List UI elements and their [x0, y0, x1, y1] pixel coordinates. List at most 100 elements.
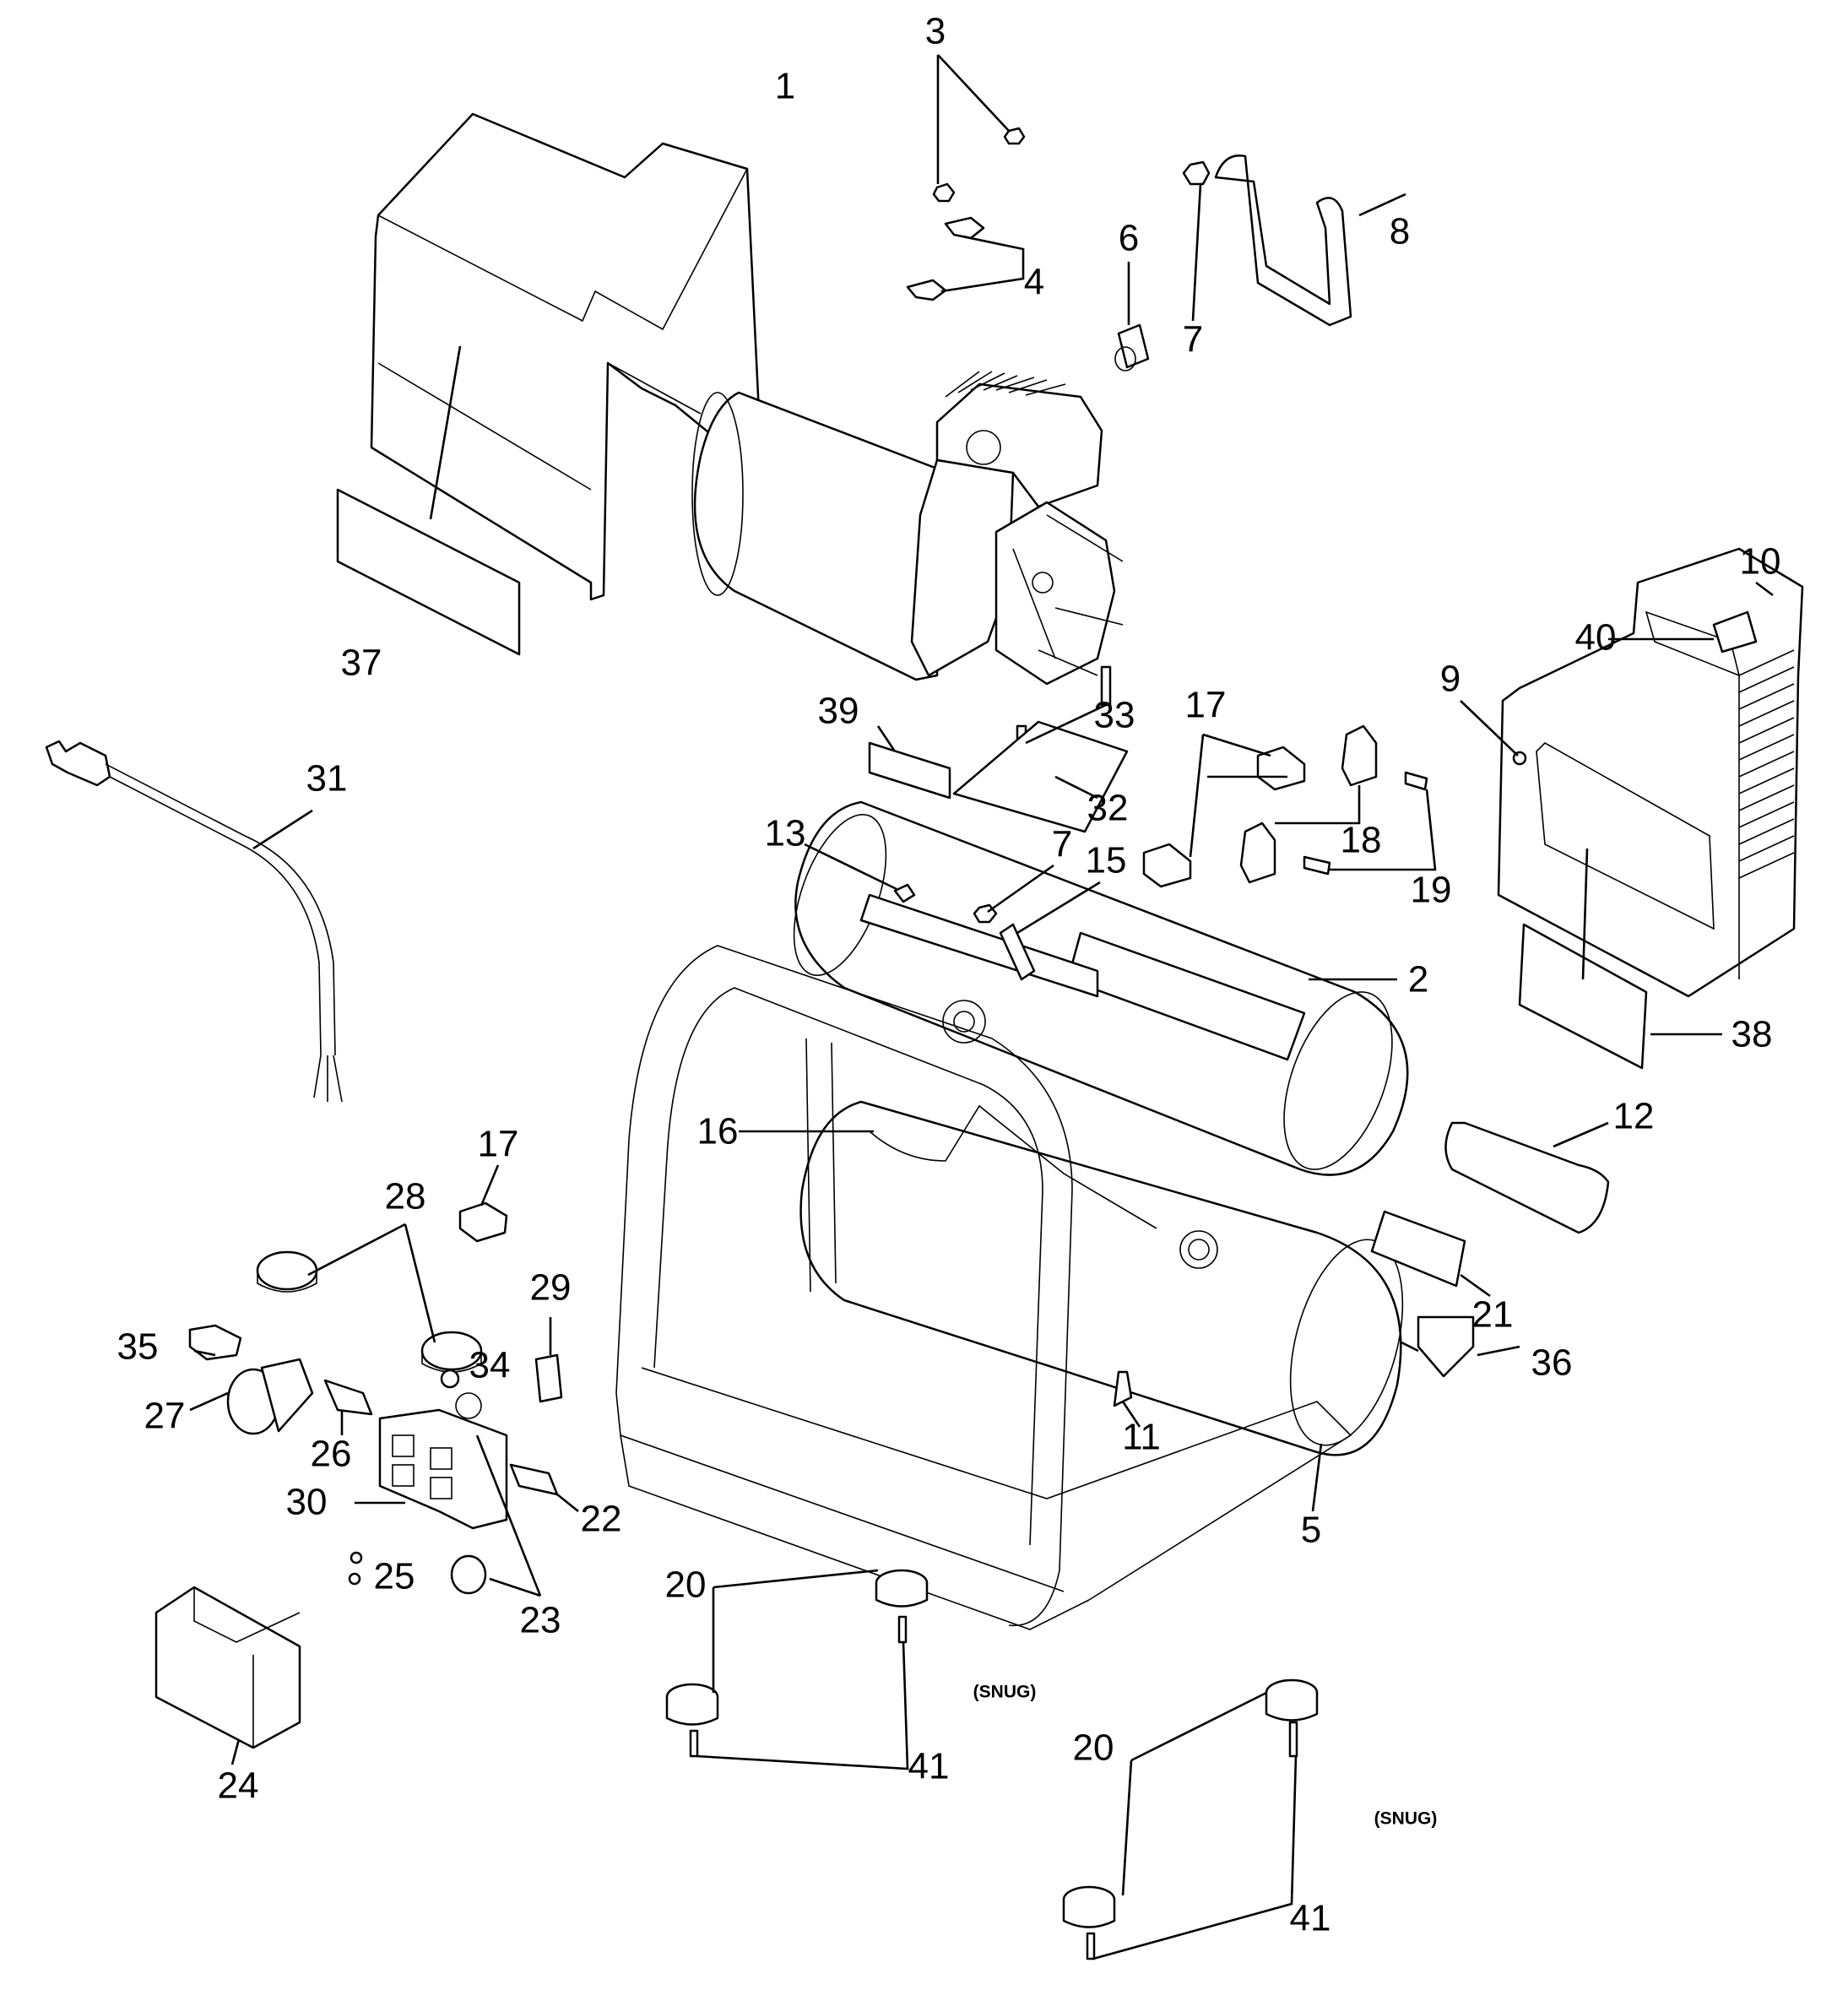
part-cover-24 — [154, 1586, 301, 1749]
callout-9: 9 — [1440, 659, 1461, 700]
callout-1: 1 — [775, 66, 795, 107]
part-label-39 — [868, 741, 951, 800]
part-block-18a — [1341, 724, 1378, 787]
part-label-21 — [1370, 1210, 1466, 1288]
part-nipple-26 — [323, 1379, 373, 1416]
callout-25: 25 — [374, 1556, 415, 1597]
part-screw-25b — [348, 1572, 361, 1586]
part-valve-11 — [1113, 1370, 1133, 1407]
part-screw-25a — [350, 1551, 363, 1564]
callout-18: 18 — [1341, 820, 1382, 861]
part-foot-20a — [875, 1569, 929, 1608]
part-bolt-33a — [1100, 665, 1112, 707]
part-cap-28a — [256, 1250, 318, 1293]
callout-8: 8 — [1390, 211, 1410, 252]
callout-26: 26 — [311, 1434, 352, 1475]
part-valve-15 — [999, 923, 1036, 981]
callout-4: 4 — [1024, 262, 1044, 303]
callout-32: 32 — [1087, 788, 1129, 829]
part-fitting-34 — [440, 1369, 460, 1389]
part-pump-head — [910, 371, 1124, 686]
callout-27: 27 — [144, 1396, 186, 1437]
callout-41a: 41 — [908, 1746, 950, 1787]
part-nut-3b — [1003, 127, 1026, 145]
callout-6: 6 — [1119, 218, 1139, 259]
part-block-18b — [1239, 821, 1276, 884]
callout-16: 16 — [697, 1111, 739, 1152]
part-pressure-switch-30 — [378, 1392, 508, 1530]
note-snug-1: (SNUG) — [973, 1683, 1037, 1702]
callout-11: 11 — [1122, 1417, 1161, 1458]
callout-20b: 20 — [1073, 1727, 1114, 1769]
callout-12: 12 — [1613, 1096, 1655, 1137]
part-tank-upper — [793, 800, 1409, 1176]
part-tube-16 — [869, 1104, 1157, 1229]
callout-15: 15 — [1086, 840, 1127, 881]
callout-30: 30 — [286, 1482, 328, 1523]
part-clip-4a — [944, 216, 985, 240]
callout-2: 2 — [1408, 959, 1428, 1000]
callout-41b: 41 — [1290, 1898, 1331, 1939]
callout-29: 29 — [530, 1267, 572, 1309]
part-nipple-35 — [188, 1324, 242, 1361]
callout-20a: 20 — [665, 1564, 707, 1606]
part-pad-17c — [458, 1201, 508, 1243]
callout-36: 36 — [1531, 1342, 1573, 1384]
part-nut-7a — [1182, 160, 1211, 186]
callout-23: 23 — [520, 1600, 561, 1641]
note-snug-2: (SNUG) — [1374, 1809, 1438, 1829]
callout-31: 31 — [306, 758, 348, 800]
part-foot-20d — [1062, 1885, 1116, 1928]
callout-37: 37 — [341, 643, 382, 684]
callout-39: 39 — [818, 691, 859, 732]
callout-17a: 17 — [1185, 685, 1227, 726]
part-gauge-27 — [226, 1358, 314, 1435]
callout-10: 10 — [1740, 541, 1781, 583]
part-screw-41c — [1288, 1721, 1298, 1758]
part-frame-5 — [615, 945, 1352, 1630]
part-decal-36 — [1417, 1315, 1475, 1378]
callout-13: 13 — [765, 813, 806, 854]
callout-19: 19 — [1411, 870, 1452, 911]
part-screw-41a — [897, 1615, 908, 1644]
callout-28: 28 — [385, 1176, 426, 1217]
part-fitting-23 — [450, 1554, 487, 1595]
callout-7a: 7 — [1183, 319, 1203, 361]
part-foot-20b — [665, 1683, 719, 1726]
callout-3: 3 — [925, 11, 946, 52]
callout-38: 38 — [1731, 1014, 1773, 1055]
part-foot-20c — [1265, 1678, 1319, 1722]
part-valve-22 — [509, 1463, 559, 1496]
part-plate-32 — [952, 720, 1129, 833]
callout-7b: 7 — [1052, 824, 1072, 865]
part-label-38 — [1518, 923, 1648, 1070]
part-motor — [691, 391, 939, 681]
callout-22: 22 — [581, 1499, 622, 1540]
part-fitting-6 — [1117, 323, 1150, 369]
callout-24: 24 — [218, 1765, 259, 1807]
part-nut-3a — [932, 182, 956, 203]
callout-34: 34 — [469, 1345, 511, 1386]
label-plate-37 — [336, 488, 521, 656]
callout-17b: 17 — [478, 1124, 519, 1165]
part-bolt-19b — [1303, 855, 1331, 876]
part-screw-41b — [689, 1729, 699, 1758]
callout-40: 40 — [1575, 617, 1617, 659]
part-label-40 — [1712, 610, 1758, 653]
callout-33: 33 — [1094, 695, 1135, 736]
callout-5: 5 — [1301, 1510, 1321, 1551]
part-nipple-29 — [534, 1353, 563, 1403]
part-power-cord-31 — [45, 740, 343, 1103]
part-shroud-cover — [370, 112, 761, 601]
part-handle-grip-12 — [1444, 1121, 1610, 1234]
callout-35: 35 — [117, 1326, 159, 1368]
part-pad-17b — [1142, 843, 1192, 888]
part-bolt-19a — [1404, 771, 1428, 791]
part-fitting-13 — [893, 883, 916, 903]
part-clip-4b — [906, 279, 947, 301]
callout-21: 21 — [1472, 1294, 1514, 1336]
part-screw-41d — [1086, 1932, 1096, 1960]
part-tube-8 — [1214, 155, 1352, 327]
part-housing-10 — [1497, 547, 1804, 998]
